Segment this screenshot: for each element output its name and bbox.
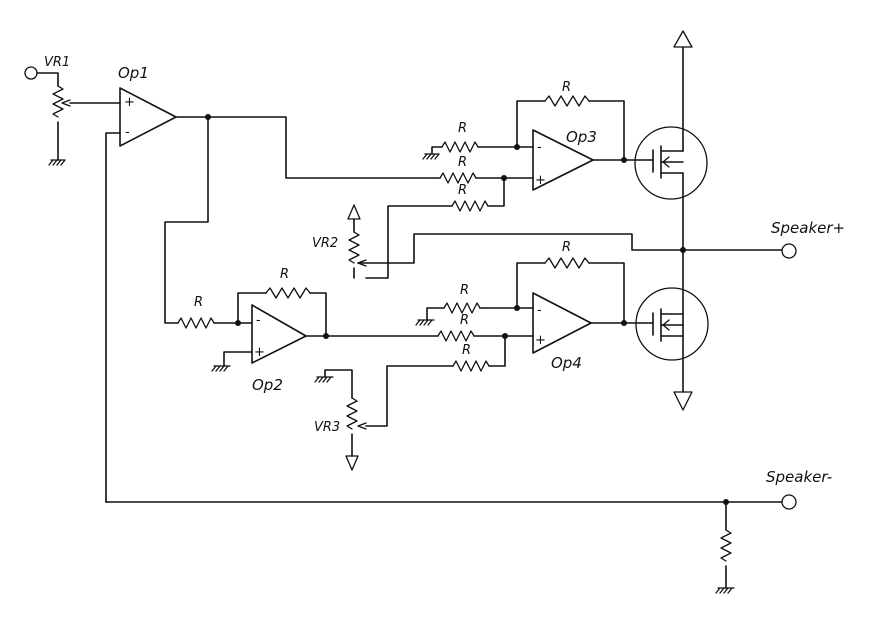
op4-bias-r-label: R [462, 343, 471, 358]
op3-feedback-r-label: R [562, 80, 571, 95]
op2-amplifier [251, 304, 307, 364]
speaker-plus-label: Speaker+ [771, 219, 845, 237]
op4-minus-sign: - [537, 303, 542, 318]
vr3-potentiometer [314, 369, 367, 471]
op1-minus-sign: - [125, 125, 130, 140]
op3-label: Op3 [566, 128, 597, 146]
op3-minus-sign: - [537, 140, 542, 155]
op4-label: Op4 [551, 354, 582, 372]
speaker-minus-terminal[interactable] [781, 494, 797, 510]
sense-resistor [715, 501, 735, 594]
op4-plus-sign: + [535, 333, 546, 348]
op1-amplifier [69, 87, 209, 503]
op3-noninv-r-label: R [458, 155, 467, 170]
vr1-label: VR1 [44, 55, 70, 70]
op3-input-r-label: R [458, 121, 467, 136]
op4-noninv-r-label: R [460, 313, 469, 328]
positive-supply-arrow [673, 30, 693, 48]
op2-input-r-label: R [194, 295, 203, 310]
op4-feedback-r-label: R [562, 240, 571, 255]
vr1-potentiometer [24, 66, 71, 166]
vr2-label: VR2 [312, 236, 338, 251]
op2-label: Op2 [252, 376, 283, 394]
op2-plus-sign: + [254, 345, 265, 360]
lower-mosfet [635, 287, 709, 361]
vr3-label: VR3 [314, 420, 340, 435]
negative-supply-arrow [673, 391, 693, 411]
op4-amplifier [532, 292, 592, 354]
op2-minus-sign: - [256, 313, 261, 328]
op3-amplifier [532, 129, 594, 191]
op1-plus-sign: + [124, 95, 135, 110]
speaker-plus-terminal[interactable] [781, 243, 797, 259]
op3-bias-r-label: R [458, 183, 467, 198]
speaker-minus-label: Speaker- [766, 468, 832, 486]
vr2-potentiometer [347, 204, 684, 279]
op4-input-r-label: R [460, 283, 469, 298]
op3-plus-sign: + [535, 173, 546, 188]
op1-label: Op1 [118, 64, 149, 82]
upper-mosfet [634, 126, 708, 200]
op2-feedback-r-label: R [280, 267, 289, 282]
